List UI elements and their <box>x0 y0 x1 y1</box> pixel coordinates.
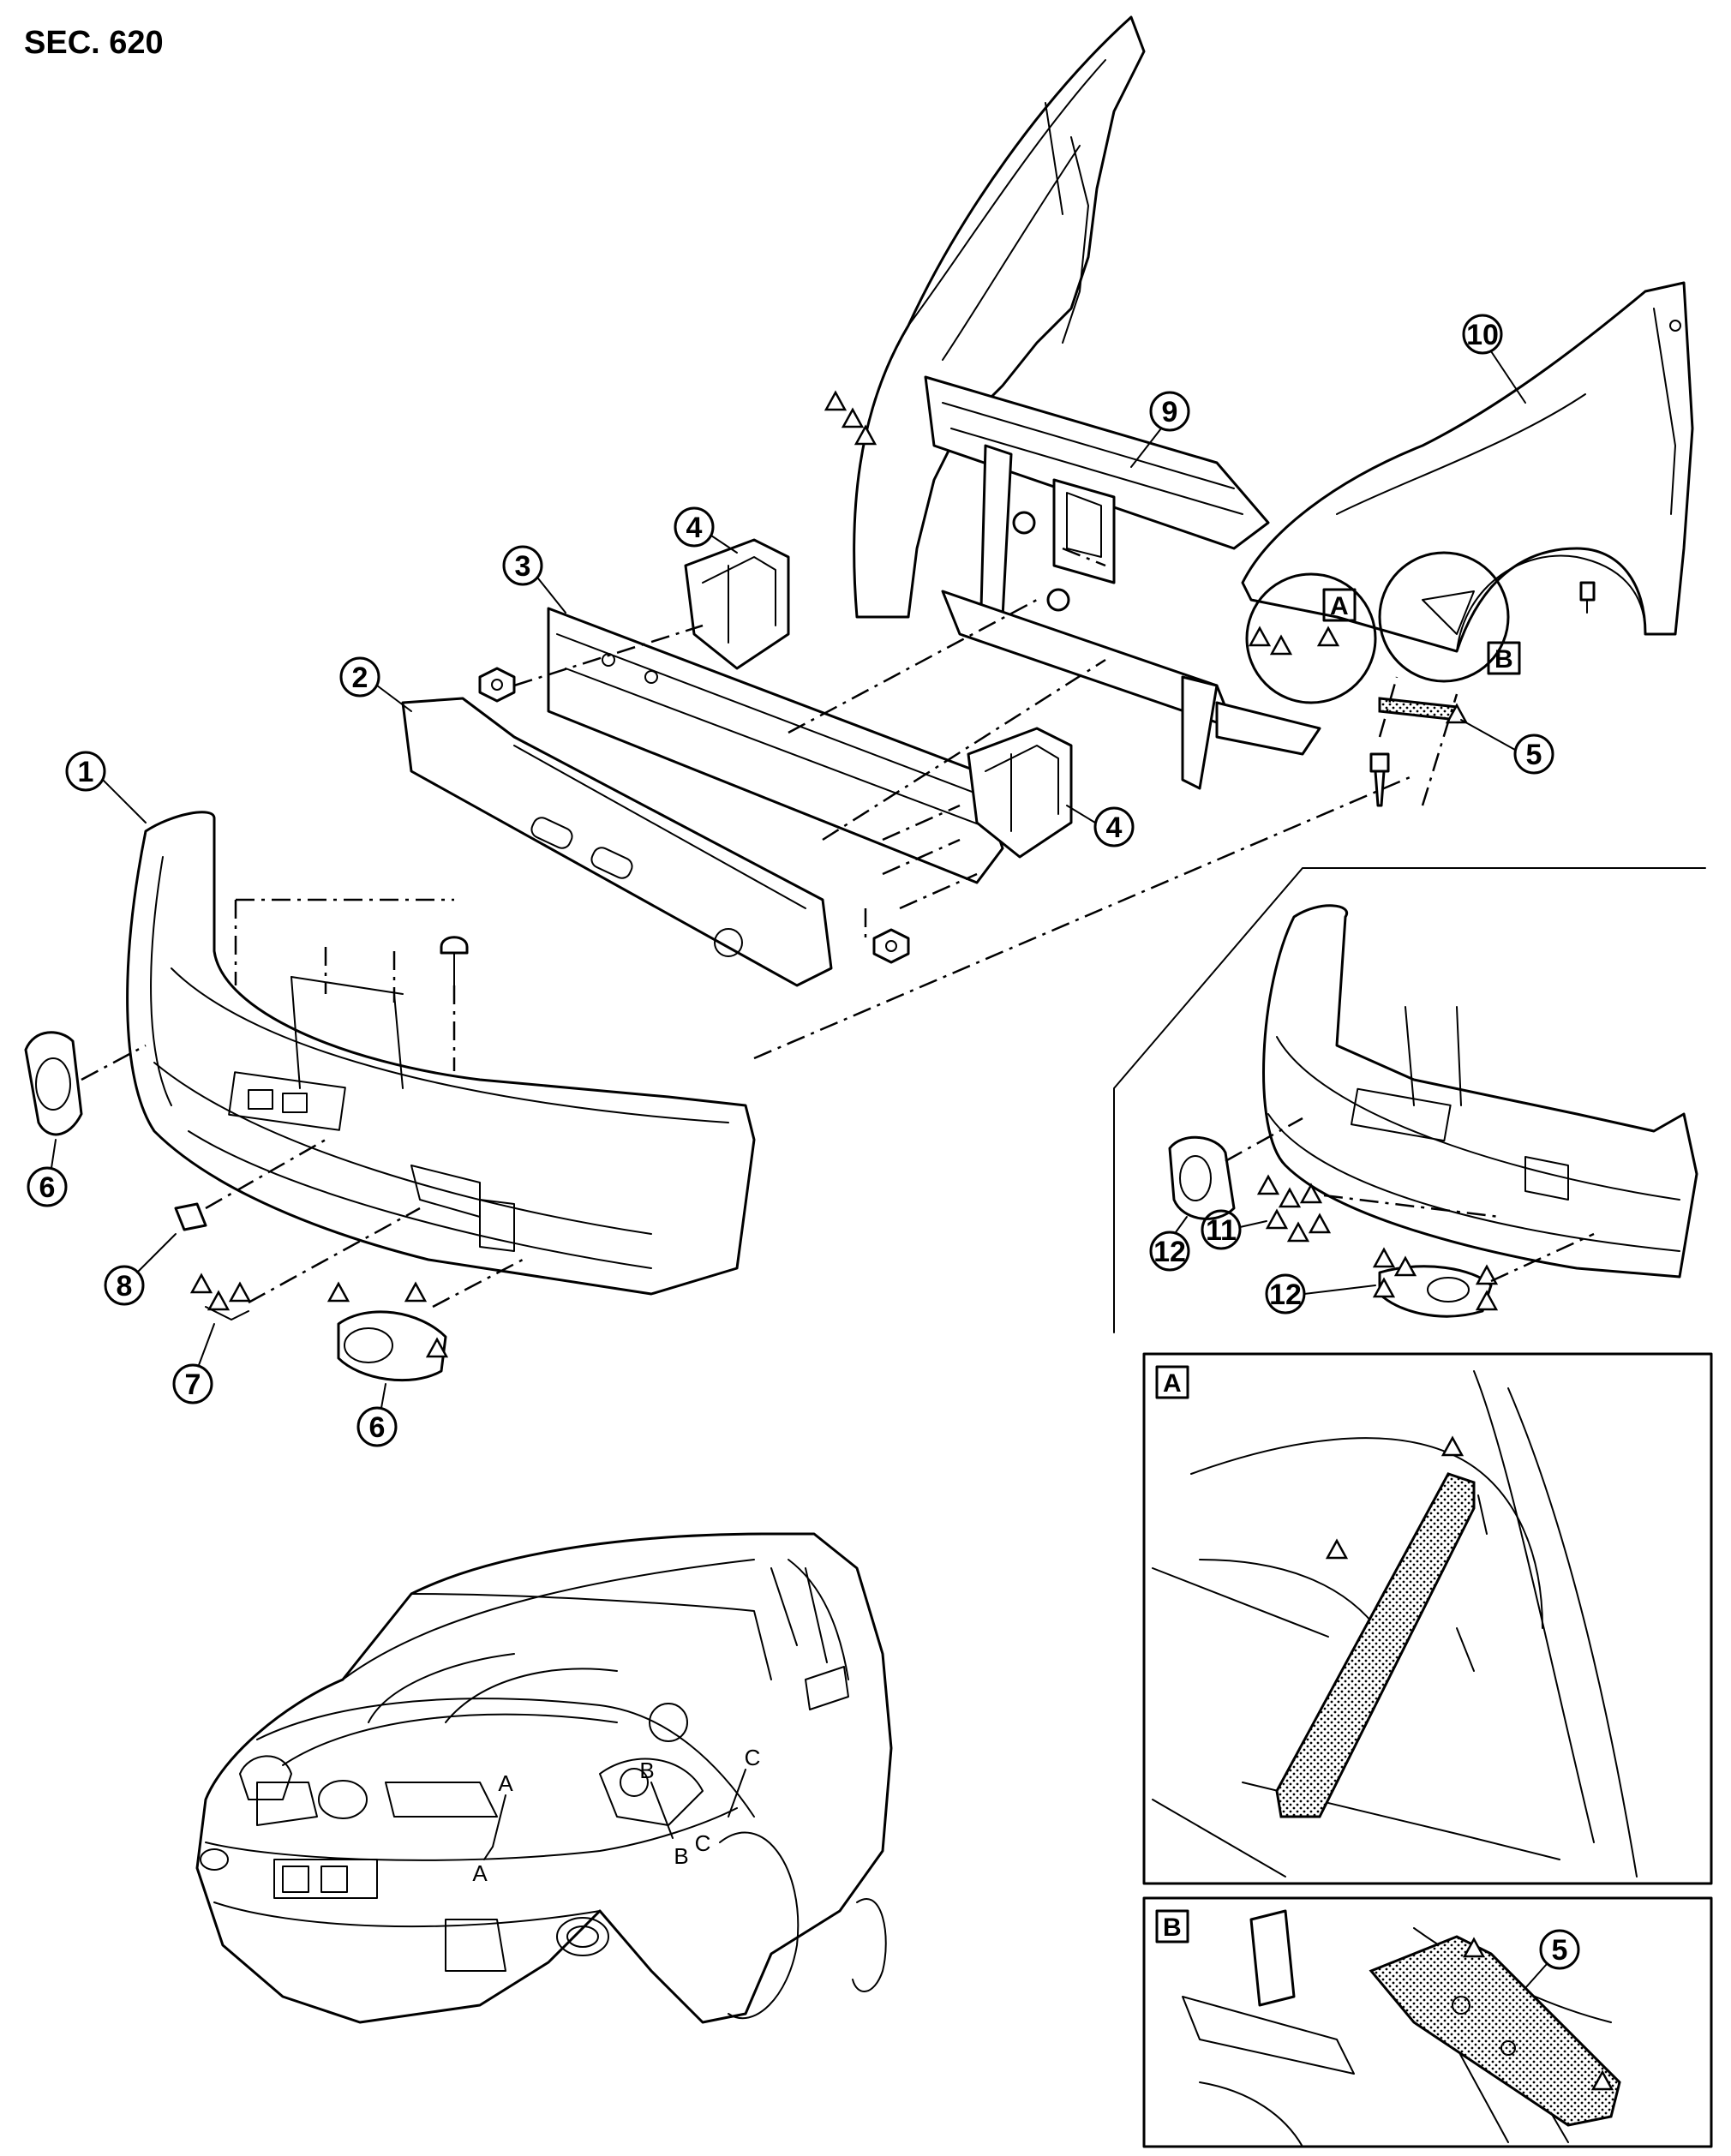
detail-box-b: B 5 <box>1142 1896 1713 2148</box>
svg-text:A: A <box>472 1860 488 1886</box>
callout-8: 8 <box>104 1233 177 1306</box>
section-title: SEC. 620 <box>24 25 164 61</box>
detail-marker-b: B <box>1494 645 1513 674</box>
fog-lamp-finisher <box>327 1258 524 1382</box>
svg-text:12: 12 <box>1153 1236 1186 1268</box>
svg-text:C: C <box>745 1745 761 1770</box>
svg-text:5: 5 <box>1526 739 1542 771</box>
svg-text:9: 9 <box>1162 396 1178 428</box>
svg-text:A: A <box>498 1770 513 1796</box>
svg-text:2: 2 <box>352 662 368 694</box>
callout-2: 2 <box>339 656 412 712</box>
svg-text:8: 8 <box>117 1270 133 1303</box>
callout-4-upper: 4 <box>674 506 738 554</box>
callout-6-lower: 6 <box>356 1383 398 1447</box>
callout-10: 10 <box>1462 314 1526 404</box>
callout-3: 3 <box>502 545 566 614</box>
detail-box-a: A <box>1142 1352 1713 1885</box>
svg-text:B: B <box>1163 1913 1182 1942</box>
callout-1: 1 <box>65 751 147 823</box>
callout-6-side: 6 <box>27 1139 68 1207</box>
detail-circle-a <box>1245 572 1377 704</box>
vehicle-position-markers: A A B B C C <box>472 1745 760 1886</box>
svg-text:5: 5 <box>1552 1934 1568 1967</box>
svg-text:4: 4 <box>686 512 703 544</box>
svg-text:12: 12 <box>1269 1279 1302 1311</box>
vehicle-overview <box>195 1532 893 2024</box>
svg-text:11: 11 <box>1206 1214 1237 1247</box>
svg-text:10: 10 <box>1466 319 1499 351</box>
callout-7: 7 <box>172 1323 215 1404</box>
radiator-core-support-and-fender <box>853 15 1694 790</box>
callout-12-side: 12 <box>1149 1216 1190 1272</box>
energy-absorber <box>401 697 833 987</box>
callout-5-detail: 5 <box>1524 1929 1580 1989</box>
detail-circle-b <box>1378 551 1510 683</box>
bumper-clip <box>174 1138 326 1231</box>
bumper-stay-upper <box>684 538 790 670</box>
callout-12-lower: 12 <box>1265 1273 1376 1315</box>
svg-text:B: B <box>639 1758 654 1783</box>
svg-text:1: 1 <box>78 756 94 788</box>
callout-5: 5 <box>1460 719 1554 775</box>
bumper-reinforcement <box>547 607 1004 884</box>
svg-text:B: B <box>674 1843 688 1869</box>
svg-text:3: 3 <box>515 550 531 583</box>
bumper-stay-lower <box>864 727 1073 943</box>
bumper-clips-lower <box>190 1207 421 1321</box>
detail-marker-a: A <box>1330 592 1349 620</box>
nuts <box>478 547 1106 964</box>
callout-9: 9 <box>1130 391 1190 468</box>
svg-text:7: 7 <box>185 1368 201 1401</box>
callout-11: 11 <box>1201 1209 1267 1250</box>
svg-text:6: 6 <box>39 1171 56 1204</box>
svg-text:4: 4 <box>1106 811 1123 844</box>
fog-lamp-bracket-side <box>24 1031 147 1136</box>
svg-text:A: A <box>1163 1369 1182 1398</box>
fender-protector <box>1369 676 1468 807</box>
part-callouts: 1 2 3 4 4 5 6 <box>27 314 1554 1447</box>
front-bumper-fascia <box>126 811 756 1296</box>
callout-4-lower: 4 <box>1066 805 1135 847</box>
variant-bumper-inset: 11 12 12 <box>1113 867 1706 1333</box>
svg-text:6: 6 <box>369 1411 386 1444</box>
svg-text:C: C <box>695 1830 711 1856</box>
